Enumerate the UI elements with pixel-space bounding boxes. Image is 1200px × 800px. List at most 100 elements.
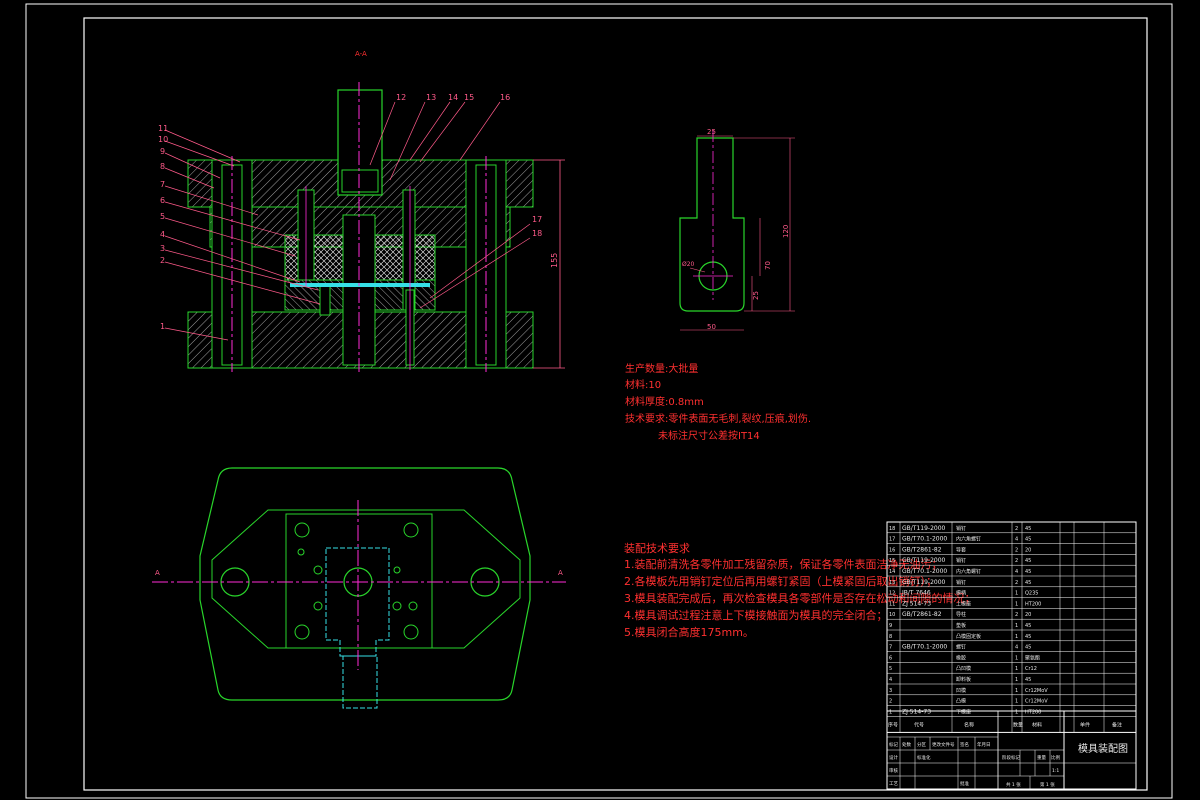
svg-text:未标注尺寸公差按IT14: 未标注尺寸公差按IT14 <box>658 429 760 442</box>
scale-value: 1:1 <box>1052 768 1059 774</box>
bom-cell: 15 <box>889 558 895 564</box>
svg-text:材料厚度:0.8mm: 材料厚度:0.8mm <box>625 395 704 408</box>
bom-cell: Cr12 <box>1025 666 1037 672</box>
outer-frame <box>25 3 1173 799</box>
part-number-14: 14 <box>448 93 458 102</box>
bom-cell: 45 <box>1025 537 1031 543</box>
bom-cell: 垫板 <box>956 622 966 629</box>
bom-cell: GB/T2861-82 <box>902 546 942 553</box>
bom-cell: 上模座 <box>956 600 971 607</box>
svg-text:设计: 设计 <box>889 754 898 761</box>
bom-cell: 下模座 <box>956 708 971 715</box>
bom-cell: 20 <box>1025 612 1031 618</box>
plan-view: A A <box>152 467 566 709</box>
bom-cell: 2 <box>1015 558 1018 564</box>
bom-cell: Cr12MoV <box>1025 688 1048 694</box>
bom-header-cell: 备注 <box>1112 721 1122 728</box>
bom-cell: 1 <box>1015 709 1018 715</box>
bom-cell: 2 <box>1015 612 1018 618</box>
svg-text:生产数量:大批量: 生产数量:大批量 <box>625 362 698 375</box>
section-mark-left: A <box>155 569 160 577</box>
svg-text:标记: 标记 <box>889 741 898 748</box>
bom-header-cell: 名称 <box>964 721 974 728</box>
section-label: A-A <box>355 50 367 58</box>
bom-cell: 10 <box>889 612 895 618</box>
bom-header-cell: 单件 <box>1080 721 1090 728</box>
svg-text:阶段标记: 阶段标记 <box>1002 754 1020 761</box>
svg-text:3.模具装配完成后，再次检查模具各零部件是否存在松动和间隙的: 3.模具装配完成后，再次检查模具各零部件是否存在松动和间隙的情况； <box>624 591 976 605</box>
bom-cell: GB/T70.1-2000 <box>902 644 947 651</box>
bom-cell: 凸模 <box>956 698 966 705</box>
dim-bottom-height: 25 <box>752 291 760 300</box>
part-number-8: 8 <box>160 162 165 171</box>
bom-cell: 螺钉 <box>956 644 966 651</box>
part-number-2: 2 <box>160 256 165 265</box>
bom-cell: 1 <box>1015 601 1018 607</box>
bom-cell: 导套 <box>956 546 966 553</box>
drawing-name: 模具装配图 <box>1078 742 1128 755</box>
bom-cell: 17 <box>889 537 895 543</box>
bom-cell: 1 <box>1015 699 1018 705</box>
part-number-5: 5 <box>160 212 165 221</box>
bom-cell: 1 <box>1015 591 1018 597</box>
bom-cell: 聚氨酯 <box>1025 654 1040 661</box>
svg-text:1.装配前清洗各零件加工残留杂质，保证各零件表面洁净无油污；: 1.装配前清洗各零件加工残留杂质，保证各零件表面洁净无油污； <box>624 557 943 571</box>
bom-cell: 2 <box>889 699 892 705</box>
svg-text:签名: 签名 <box>960 741 969 748</box>
bom-cell: 45 <box>1025 569 1031 575</box>
bom-cell: HT200 <box>1025 601 1041 607</box>
bom-cell: 9 <box>889 623 892 629</box>
part-number-17: 17 <box>532 215 542 224</box>
bom-cell: 卸料板 <box>956 676 971 683</box>
part-number-9: 9 <box>160 147 165 156</box>
bom-cell: 4 <box>889 677 892 683</box>
bom-cell: 1 <box>1015 688 1018 694</box>
bom-cell: 内六角螺钉 <box>956 568 981 575</box>
part-number-3: 3 <box>160 244 165 253</box>
svg-text:审核: 审核 <box>889 767 898 774</box>
section-view: A-A 1 <box>158 50 565 372</box>
bom-cell: 5 <box>889 666 892 672</box>
dim-neck-width: 25 <box>707 128 716 136</box>
bom-cell: 4 <box>1015 537 1018 543</box>
bom-cell: 销钉 <box>956 525 966 532</box>
bom-cell: 销钉 <box>956 557 966 564</box>
dim-total-height: 155 <box>550 253 559 268</box>
tech-requirements-title: 装配技术要求 <box>624 542 690 555</box>
svg-text:5.模具闭合高度175mm。: 5.模具闭合高度175mm。 <box>624 625 754 639</box>
bom-cell: 3 <box>889 688 892 694</box>
bom-cell: 导柱 <box>956 611 966 618</box>
bom-cell: 2 <box>1015 526 1018 532</box>
part-number-7: 7 <box>160 180 165 189</box>
bom-cell: ZJ 514-73 <box>902 708 931 715</box>
bom-cell: 模柄 <box>956 590 966 597</box>
part-notes: 生产数量:大批量 材料:10 材料厚度:0.8mm 技术要求:零件表面无毛刺,裂… <box>625 362 811 442</box>
svg-text:比例: 比例 <box>1051 754 1060 761</box>
svg-text:批准: 批准 <box>960 780 969 787</box>
part-number-13: 13 <box>426 93 436 102</box>
bom-cell: 45 <box>1025 526 1031 532</box>
bom-cell: 45 <box>1025 634 1031 640</box>
dim-part-height-total: 120 <box>782 225 790 238</box>
bom-cell: 20 <box>1025 547 1031 553</box>
bom-cell: Q235 <box>1025 591 1038 597</box>
bom-cell: 橡胶 <box>956 654 966 661</box>
bom-cell: 内六角螺钉 <box>956 536 981 543</box>
bom-cell: 18 <box>889 526 895 532</box>
bom-cell: Cr12MoV <box>1025 699 1048 705</box>
svg-text:处数: 处数 <box>902 741 911 748</box>
bom-header-cell: 材料 <box>1032 721 1042 728</box>
bom-header-cell: 代号 <box>914 721 924 728</box>
bom-cell: GB/T70.1-2000 <box>902 568 947 575</box>
bom-cell: 1 <box>1015 623 1018 629</box>
bom-cell: 1 <box>1015 677 1018 683</box>
bom-cell: 销钉 <box>956 579 966 586</box>
svg-text:2.各模板先用销钉定位后再用螺钉紧固（上模紧固后取出销钉）；: 2.各模板先用销钉定位后再用螺钉紧固（上模紧固后取出销钉）； <box>624 574 937 588</box>
part-number-10: 10 <box>158 135 168 144</box>
bom-cell: 2 <box>1015 547 1018 553</box>
bom-cell: 16 <box>889 547 895 553</box>
part-number-1: 1 <box>160 322 165 331</box>
bom-cell: GB/T70.1-2000 <box>902 536 947 543</box>
